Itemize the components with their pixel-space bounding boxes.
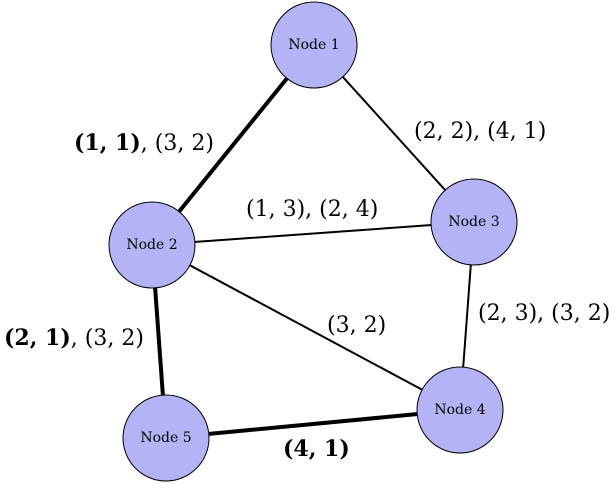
edge-label-node1-node2: (1, 1), (3, 2) (74, 130, 214, 156)
edge-label-node4-node5-bold: (4, 1) (283, 436, 350, 462)
edge-label-node3-node4: (2, 3), (3, 2) (478, 301, 610, 326)
node-4: Node 4 (416, 366, 504, 454)
node-4-label: Node 4 (434, 402, 485, 418)
edge-label-node2-node4: (3, 2) (327, 313, 386, 338)
node-4-circle (416, 366, 504, 454)
edge-node2-node3 (151, 221, 475, 246)
edge-node2-node4 (151, 244, 461, 411)
node-2-circle (108, 201, 196, 289)
node-2-label: Node 2 (126, 237, 177, 253)
edge-node4-node5 (164, 408, 462, 440)
node-3: Node 3 (430, 178, 518, 266)
node-1-circle (270, 1, 358, 89)
edge-label-node2-node5: (2, 1), (3, 2) (4, 325, 144, 351)
edge-label-node1-node2-bold: (1, 1) (74, 130, 141, 156)
node-1: Node 1 (270, 1, 358, 89)
edge-label-node1-node3: (2, 2), (4, 1) (414, 119, 546, 144)
node-3-circle (430, 178, 518, 266)
edge-label-node1-node2-rest: , (3, 2) (141, 131, 214, 156)
node-5: Node 5 (122, 394, 210, 482)
node-5-circle (122, 394, 210, 482)
edge-label-node2-node5-bold: (2, 1) (4, 325, 71, 351)
edge-label-node4-node5: (4, 1) (283, 436, 350, 462)
node-3-label: Node 3 (448, 214, 499, 230)
node-1-label: Node 1 (288, 37, 339, 53)
node-5-label: Node 5 (140, 430, 191, 446)
edge-label-node2-node5-rest: , (3, 2) (71, 326, 144, 351)
edge-label-node2-node3: (1, 3), (2, 4) (246, 197, 378, 222)
node-2: Node 2 (108, 201, 196, 289)
